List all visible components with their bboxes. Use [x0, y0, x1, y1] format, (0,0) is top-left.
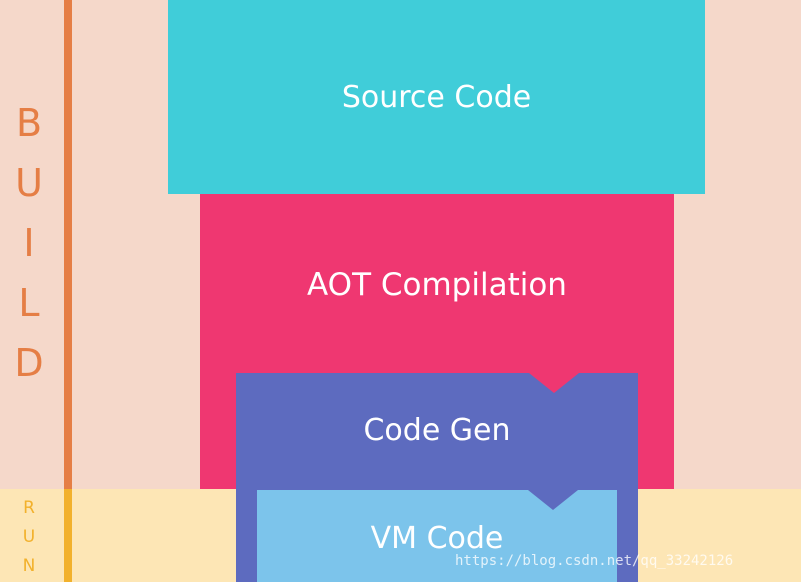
run-letter-u: U — [22, 527, 36, 547]
vm-code-label: VM Code — [370, 521, 504, 556]
aot-to-codegen-arrow — [529, 373, 579, 393]
codegen-to-vm-arrow — [528, 490, 578, 510]
build-letter-i: I — [23, 221, 35, 265]
build-letter-b: B — [15, 101, 43, 145]
code-gen-label: Code Gen — [363, 413, 511, 448]
source-code-label: Source Code — [341, 80, 532, 115]
build-letter-u: U — [15, 161, 43, 205]
aot-compilation-label: AOT Compilation — [307, 267, 567, 303]
watermark-url: https://blog.csdn.net/qq_33242126 — [455, 553, 734, 569]
source-code-block: Source Code — [168, 0, 705, 194]
run-letter-n: N — [22, 556, 36, 576]
run-phase-line — [64, 489, 72, 582]
build-letter-d: D — [14, 341, 44, 385]
run-letter-r: R — [23, 498, 35, 518]
build-phase-line — [64, 0, 72, 489]
build-letter-l: L — [18, 281, 40, 325]
